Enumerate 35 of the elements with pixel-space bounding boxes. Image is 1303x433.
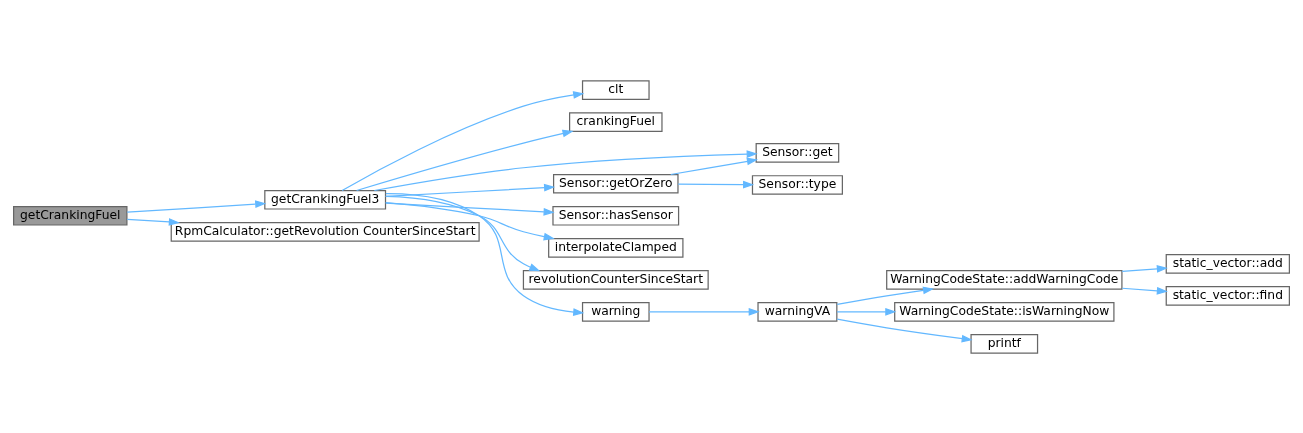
arrow [385,192,585,316]
arrow [356,129,574,191]
node-box: revolutionCounterSinceStart [522,269,709,290]
node-box: getCrankingFuel3 [264,189,387,210]
node-box: Sensor::getOrZero [553,173,679,194]
arrow [341,90,585,191]
arrow [677,180,755,188]
arrow [1121,286,1168,295]
arrow [126,199,267,213]
arrow [373,149,758,191]
arrow [836,307,897,316]
node-box: static_vector::find [1165,285,1290,306]
arrow [385,201,555,240]
arrow [385,195,541,271]
arrow [670,157,758,175]
node-box: clt [581,79,650,100]
node-box: static_vector::add [1165,253,1290,274]
node-box: Sensor::type [751,174,843,195]
node-box: warning [581,301,650,322]
node-box: Sensor::hasSensor [552,205,680,226]
node-box: RpmCalculator::getRevolution CounterSinceStart [170,221,480,242]
arrow [1121,264,1168,273]
arrow [126,217,180,226]
node-box: interpolateClamped [548,237,684,258]
node-box: printf [970,333,1039,354]
node-box: crankingFuel [569,111,663,132]
node-box: WarningCodeState::addWarningCode [886,269,1123,290]
node-box: WarningCodeState::isWarningNow [894,301,1115,322]
node-box: Sensor::get [755,142,840,163]
arrow [648,307,760,316]
node-box: getCrankingFuel [13,205,128,226]
arrow [385,201,555,216]
arrow [836,286,935,305]
node-box: warningVA [757,301,838,322]
arrow [836,318,973,342]
